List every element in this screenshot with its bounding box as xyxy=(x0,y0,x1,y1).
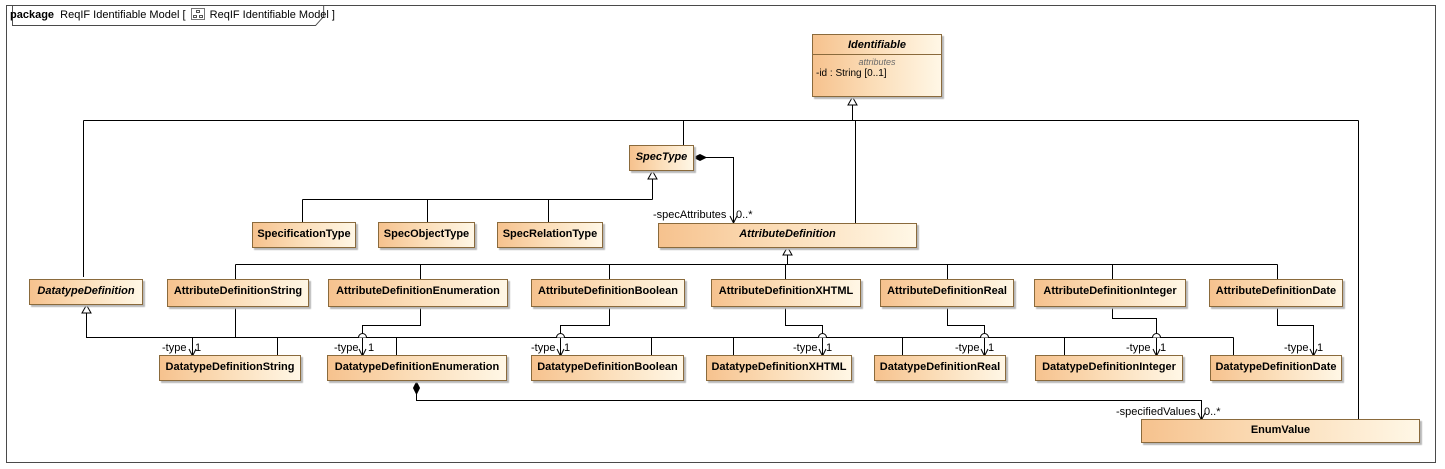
mult-type: 1 xyxy=(564,342,571,354)
role-type: -type xyxy=(793,342,818,354)
mult-type: 1 xyxy=(988,342,995,354)
association-type-real xyxy=(947,307,985,355)
role-type: -type xyxy=(162,342,187,354)
class-datatypedefinitionreal[interactable]: DatatypeDefinitionReal xyxy=(874,355,1006,381)
composition-diamond xyxy=(692,153,708,162)
attribute-id: -id : String [0..1] xyxy=(816,68,887,79)
role-type: -type xyxy=(1126,342,1151,354)
class-specrelationtype[interactable]: SpecRelationType xyxy=(497,222,603,248)
class-specificationtype[interactable]: SpecificationType xyxy=(252,222,356,248)
diagram-keyword: package xyxy=(10,9,55,21)
class-enumvalue[interactable]: EnumValue xyxy=(1141,419,1420,443)
class-datatypedefinitionxhtml[interactable]: DatatypeDefinitionXHTML xyxy=(706,355,852,381)
class-specobjecttype[interactable]: SpecObjectType xyxy=(378,222,475,248)
class-datatypedefinitioninteger[interactable]: DatatypeDefinitionInteger xyxy=(1035,355,1183,381)
association-type-boolean xyxy=(560,307,610,355)
role-type: -type xyxy=(955,342,980,354)
generalization-arrowhead xyxy=(81,303,92,314)
generalization-spectype xyxy=(302,179,653,224)
class-attributedefinitionreal[interactable]: AttributeDefinitionReal xyxy=(880,279,1014,307)
class-identifiable[interactable]: Identifiable attributes -id : String [0.… xyxy=(812,34,942,97)
class-attributedefinitionstring[interactable]: AttributeDefinitionString xyxy=(167,279,309,307)
role-specifiedvalues: -specifiedValues xyxy=(1116,406,1196,418)
generalization-attributedefinition xyxy=(235,255,1278,280)
diagram-title: package ReqIF Identifiable Model [ ReqIF… xyxy=(10,8,335,22)
role-specattributes: -specAttributes xyxy=(653,209,727,221)
class-attributedefinitionxhtml[interactable]: AttributeDefinitionXHTML xyxy=(711,279,861,307)
association-type-string xyxy=(192,307,236,355)
class-attributedefinition[interactable]: AttributeDefinition xyxy=(658,223,917,248)
composition-diamond xyxy=(412,380,421,396)
mult-specifiedvalues: 0..* xyxy=(1204,406,1221,418)
class-attributedefinitioninteger[interactable]: AttributeDefinitionInteger xyxy=(1034,279,1186,307)
class-spectype[interactable]: SpecType xyxy=(629,145,694,171)
mult-type: 1 xyxy=(1160,342,1167,354)
role-type: -type xyxy=(334,342,359,354)
role-type: -type xyxy=(1284,342,1309,354)
mult-type: 1 xyxy=(195,342,202,354)
class-datatypedefinition[interactable]: DatatypeDefinition xyxy=(29,279,143,305)
association-type-enumeration xyxy=(362,307,421,355)
association-type-xhtml xyxy=(785,307,823,355)
mult-specattributes: 0..* xyxy=(736,209,753,221)
class-attributedefinitionboolean[interactable]: AttributeDefinitionBoolean xyxy=(531,279,685,307)
diagram-tab xyxy=(11,5,325,26)
association-specattributes xyxy=(706,157,734,222)
diagram-frame xyxy=(6,5,1436,463)
class-datatypedefinitionenumeration[interactable]: DatatypeDefinitionEnumeration xyxy=(327,355,507,381)
generalization-arrowhead xyxy=(647,169,658,180)
class-attributedefinitionenumeration[interactable]: AttributeDefinitionEnumeration xyxy=(328,279,508,307)
role-type: -type xyxy=(531,342,556,354)
class-datatypedefinitionstring[interactable]: DatatypeDefinitionString xyxy=(159,355,301,381)
compartment-label: attributes xyxy=(858,57,896,67)
diagram-name: ReqIF Identifiable Model [ xyxy=(60,9,186,21)
mult-type: 1 xyxy=(1317,342,1324,354)
generalization-identifiable xyxy=(83,105,1420,422)
mult-type: 1 xyxy=(826,342,833,354)
generalization-datatypedefinition xyxy=(86,313,1234,357)
generalization-arrowhead xyxy=(782,245,793,256)
class-datatypedefinitionboolean[interactable]: DatatypeDefinitionBoolean xyxy=(531,355,684,381)
generalization-arrowhead xyxy=(847,95,858,106)
class-datatypedefinitiondate[interactable]: DatatypeDefinitionDate xyxy=(1210,355,1342,381)
association-specifiedvalues xyxy=(416,394,1202,419)
class-name: Identifiable xyxy=(847,39,907,51)
association-type-date xyxy=(1277,307,1314,355)
diagram-name-end: ReqIF Identifiable Model ] xyxy=(209,9,335,21)
mult-type: 1 xyxy=(368,342,375,354)
class-attributedefinitiondate[interactable]: AttributeDefinitionDate xyxy=(1209,279,1343,307)
class-diagram-icon xyxy=(190,8,205,20)
